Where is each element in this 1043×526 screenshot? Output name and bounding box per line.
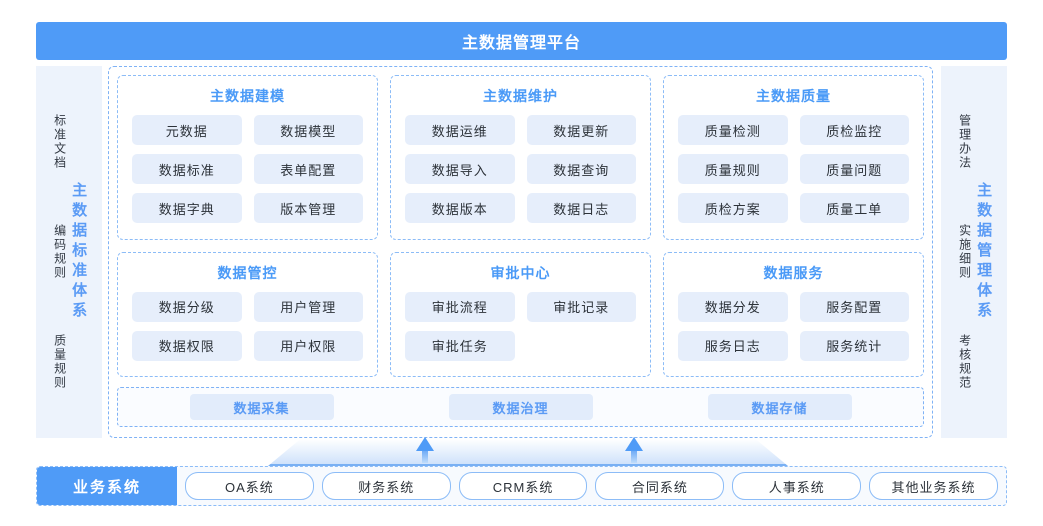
pipeline-item-storage[interactable]: 数据存储 [707,394,852,420]
business-systems-row: 业务系统 OA系统 财务系统 CRM系统 合同系统 人事系统 其他业务系统 [36,466,1007,506]
module-item[interactable]: 数据日志 [526,193,636,223]
module-card-data-service[interactable]: 数据服务 数据分发 服务配置 服务日志 服务统计 [663,251,924,377]
module-item[interactable]: 审批流程 [405,291,515,322]
module-item[interactable]: 数据分发 [678,291,788,322]
pipeline-item-collection[interactable]: 数据采集 [189,394,334,420]
module-grid: 主数据建模 元数据 数据模型 数据标准 表单配置 数据字典 版本管理 主数据维护… [117,75,924,377]
up-arrow-icon-right [625,437,643,451]
module-item[interactable]: 质量检测 [678,115,788,145]
module-title: 审批中心 [490,264,551,281]
module-title: 数据服务 [763,264,824,281]
module-item[interactable]: 用户管理 [253,291,363,322]
left-panel-item-2: 质量规则 [52,334,67,390]
module-card-approval-center[interactable]: 审批中心 审批流程 审批记录 审批任务 [390,251,651,377]
module-title: 主数据质量 [756,88,831,104]
module-item[interactable]: 审批任务 [405,330,515,361]
module-card-data-governance-control[interactable]: 数据管控 数据分级 用户管理 数据权限 用户权限 [117,251,378,377]
up-arrow-stem-left [422,450,428,463]
pipeline-item-governance[interactable]: 数据治理 [448,394,593,420]
platform-modules-container: 主数据建模 元数据 数据模型 数据标准 表单配置 数据字典 版本管理 主数据维护… [108,66,933,438]
module-items: 数据运维 数据更新 数据导入 数据查询 数据版本 数据日志 [405,115,636,223]
business-systems-label: 业务系统 [37,467,177,505]
left-panel-item-0: 标准文档 [52,114,67,170]
left-standard-panel: 标准文档 编码规则 质量规则 主数据标准体系 [36,66,102,438]
module-item[interactable]: 数据运维 [405,115,515,145]
module-items: 数据分级 用户管理 数据权限 用户权限 [132,291,363,361]
left-panel-item-1: 编码规则 [52,224,67,280]
module-title: 主数据建模 [210,88,285,104]
module-items: 数据分发 服务配置 服务日志 服务统计 [678,291,909,361]
module-item[interactable]: 质检方案 [678,193,788,223]
module-items: 质量检测 质检监控 质量规则 质量问题 质检方案 质量工单 [678,115,909,223]
module-item[interactable]: 数据标准 [132,154,242,184]
module-card-master-data-modeling[interactable]: 主数据建模 元数据 数据模型 数据标准 表单配置 数据字典 版本管理 [117,75,378,240]
right-panel-items: 管理办法 实施细则 考核规范 [957,87,972,417]
module-item[interactable]: 质量规则 [678,154,788,184]
module-item[interactable]: 质检监控 [799,115,909,145]
module-item[interactable]: 元数据 [132,115,242,145]
module-item[interactable]: 数据分级 [132,291,242,322]
module-card-master-data-maintenance[interactable]: 主数据维护 数据运维 数据更新 数据导入 数据查询 数据版本 数据日志 [390,75,651,240]
platform-title: 主数据管理平台 [461,35,581,52]
module-item[interactable]: 服务配置 [799,291,909,322]
business-system-oa[interactable]: OA系统 [185,472,314,500]
right-panel-title: 主数据管理体系 [975,182,993,322]
left-panel-title: 主数据标准体系 [70,182,88,322]
module-items: 元数据 数据模型 数据标准 表单配置 数据字典 版本管理 [132,115,363,223]
left-panel-items: 标准文档 编码规则 质量规则 [52,87,67,417]
module-item[interactable]: 数据查询 [526,154,636,184]
module-item[interactable]: 数据字典 [132,193,242,223]
module-item[interactable]: 服务统计 [799,330,909,361]
business-system-other[interactable]: 其他业务系统 [869,472,998,500]
flow-connector-trapezoid [268,440,788,466]
module-item[interactable]: 质量问题 [799,154,909,184]
business-system-hr[interactable]: 人事系统 [732,472,862,500]
platform-title-bar: 主数据管理平台 [36,22,1007,60]
module-item[interactable]: 数据版本 [405,193,515,223]
module-item[interactable]: 用户权限 [253,330,363,361]
data-pipeline-strip: 数据采集 数据治理 数据存储 [117,387,924,427]
right-panel-item-0: 管理办法 [957,114,972,170]
right-panel-item-1: 实施细则 [957,224,972,280]
module-item[interactable]: 质量工单 [799,193,909,223]
module-items: 审批流程 审批记录 审批任务 [405,291,636,361]
business-systems-list: OA系统 财务系统 CRM系统 合同系统 人事系统 其他业务系统 [177,472,1006,500]
business-system-contract[interactable]: 合同系统 [595,472,725,500]
module-item[interactable]: 表单配置 [253,154,363,184]
right-management-panel: 管理办法 实施细则 考核规范 主数据管理体系 [941,66,1007,438]
up-arrow-icon-left [416,437,434,451]
module-title: 数据管控 [217,264,278,281]
up-arrow-stem-right [631,450,637,463]
module-card-master-data-quality[interactable]: 主数据质量 质量检测 质检监控 质量规则 质量问题 质检方案 质量工单 [663,75,924,240]
module-item[interactable]: 数据更新 [526,115,636,145]
module-title: 主数据维护 [483,88,558,104]
business-system-finance[interactable]: 财务系统 [321,472,451,500]
business-system-crm[interactable]: CRM系统 [458,472,588,500]
module-item[interactable]: 审批记录 [526,291,636,322]
module-item[interactable]: 数据导入 [405,154,515,184]
module-item[interactable]: 版本管理 [253,193,363,223]
module-item[interactable]: 数据权限 [132,330,242,361]
right-panel-item-2: 考核规范 [957,334,972,390]
module-item[interactable]: 服务日志 [678,330,788,361]
module-item[interactable]: 数据模型 [253,115,363,145]
